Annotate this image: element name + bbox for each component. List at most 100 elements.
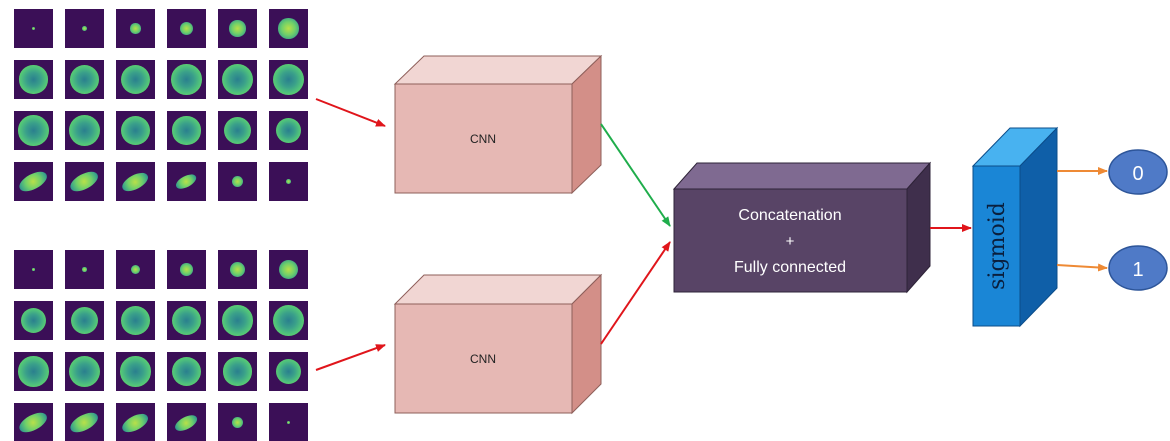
top-slice-lesion-blob [285,178,292,185]
cnn-top-face-top [393,55,603,85]
bottom-slice-tile [218,250,257,289]
top-slice-lesion-blob [229,20,246,37]
bottom-slice-lesion-blob [171,305,202,336]
top-slice-tile [269,9,308,48]
output-1-label: 1 [1132,259,1143,281]
bottom-image-slice-grid [14,250,308,441]
top-slice-tile [218,60,257,99]
top-slice-tile [116,162,155,201]
top-slice-lesion-blob [81,25,88,32]
top-slice-lesion-blob [171,64,202,95]
arrow-top-grid-to-cnn [315,98,386,127]
top-slice-tile [218,111,257,150]
cnn-top-face-front [394,83,573,194]
bottom-slice-tile [167,301,206,340]
bottom-slice-lesion-blob [286,420,291,425]
top-slice-tile [218,9,257,48]
top-slice-tile [116,60,155,99]
bottom-slice-tile [167,403,206,441]
top-slice-tile [269,111,308,150]
top-slice-lesion-blob [221,63,254,96]
bottom-slice-tile [167,250,206,289]
top-slice-lesion-blob [120,115,151,146]
top-slice-tile [14,60,53,99]
output-0-label: 0 [1132,163,1143,185]
bottom-slice-tile [65,403,104,441]
concat-label-line2: + [786,233,795,250]
output-0-circle [1108,149,1168,195]
cnn-bottom-face-front [394,303,573,414]
sigmoid-block: sigmoid [971,126,1059,328]
bottom-slice-tile [269,301,308,340]
top-slice-lesion-blob [223,116,252,145]
top-slice-tile [65,111,104,150]
top-image-slice-grid [14,9,308,201]
output-node-1: 1 [1108,245,1168,291]
bottom-slice-tile [269,352,308,391]
top-slice-lesion-blob [18,115,49,146]
bottom-slice-tile [167,352,206,391]
bottom-slice-lesion-blob [18,356,49,387]
bottom-slice-lesion-blob [130,264,141,275]
top-slice-tile [65,9,104,48]
top-slice-tile [116,111,155,150]
top-slice-tile [65,60,104,99]
bottom-slice-tile [65,301,104,340]
top-slice-tile [167,9,206,48]
top-slice-tile [14,162,53,201]
bottom-slice-lesion-blob [121,306,150,335]
top-slice-tile [14,9,53,48]
cnn-bottom-label: CNN [470,352,496,366]
concat-label-line3: Fully connected [734,259,846,276]
top-slice-tile [116,9,155,48]
concat-fc-block: Concatenation + Fully connected [672,161,932,294]
cnn-top-label: CNN [470,132,496,146]
top-slice-lesion-blob [31,26,36,31]
bottom-slice-lesion-blob [32,268,35,271]
bottom-slice-tile [65,352,104,391]
bottom-slice-lesion-blob [171,356,202,387]
bottom-slice-tile [116,352,155,391]
top-slice-tile [218,162,257,201]
top-slice-tile [269,60,308,99]
bottom-slice-lesion-blob [180,263,193,276]
top-slice-lesion-blob [120,64,151,95]
bottom-slice-lesion-blob [82,267,87,272]
bottom-slice-lesion-blob [222,305,253,336]
bottom-slice-lesion-blob [223,357,252,386]
bottom-slice-lesion-blob [232,417,243,428]
bottom-slice-tile [269,403,308,441]
bottom-slice-tile [116,403,155,441]
output-node-0: 0 [1108,149,1168,195]
top-slice-lesion-blob [172,116,201,145]
top-slice-lesion-blob [19,65,48,94]
top-slice-tile [65,162,104,201]
bottom-slice-tile [269,250,308,289]
top-slice-lesion-blob [232,176,243,187]
top-slice-lesion-blob [68,114,101,147]
bottom-slice-lesion-blob [70,306,99,335]
top-slice-lesion-blob [130,23,141,34]
bottom-slice-lesion-blob [120,356,151,387]
sigmoid-face-front [972,165,1021,327]
top-slice-tile [269,162,308,201]
bottom-slice-tile [218,352,257,391]
bottom-slice-tile [218,301,257,340]
arrow-bottom-grid-to-cnn [315,344,386,371]
top-slice-lesion-blob [272,63,305,96]
output-1-circle [1108,245,1168,291]
top-slice-lesion-blob [70,65,99,94]
bottom-slice-tile [116,301,155,340]
bottom-slice-tile [14,301,53,340]
top-slice-tile [167,162,206,201]
bottom-slice-tile [14,352,53,391]
bottom-slice-lesion-blob [68,355,101,388]
arrow-top-cnn-to-concat [600,123,671,227]
bottom-slice-lesion-blob [20,307,47,334]
top-slice-lesion-blob [276,118,301,143]
arrow-sigmoid-to-output-1 [1056,263,1108,272]
bottom-slice-lesion-blob [229,261,246,278]
top-slice-lesion-blob [179,21,194,36]
concat-face-front [673,188,908,293]
